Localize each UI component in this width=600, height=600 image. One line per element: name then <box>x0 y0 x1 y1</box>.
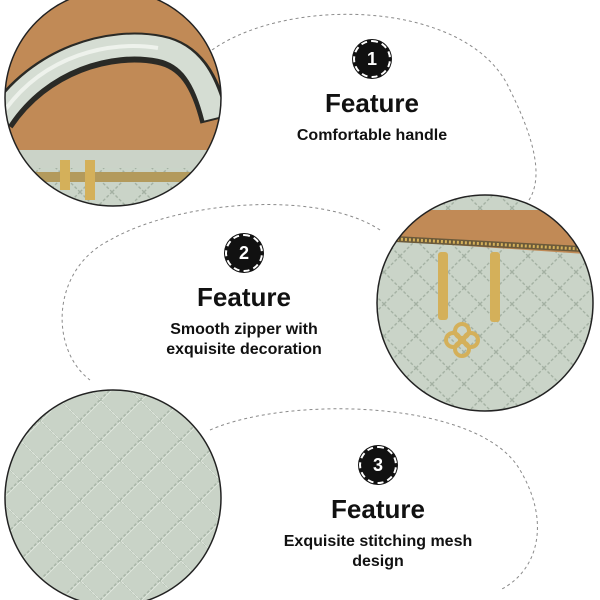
feature-title: Feature <box>197 282 291 312</box>
feature-description: Smooth zipper with exquisite decoration <box>166 321 322 358</box>
zipper-detail-image <box>376 194 594 412</box>
feature-description: Comfortable handle <box>296 127 448 144</box>
stitching-detail-image <box>4 389 222 600</box>
feature-number-badge: 3 <box>359 446 397 484</box>
feature-block-1: 1 Feature Comfortable handle <box>262 40 482 146</box>
feature-number-badge: 2 <box>225 234 263 272</box>
feature-number-badge: 1 <box>353 40 391 78</box>
feature-block-2: 2 Feature Smooth zipper with exquisite d… <box>134 234 354 360</box>
feature-title: Feature <box>325 88 419 118</box>
dashed-connectors <box>61 13 538 591</box>
handle-detail-image <box>4 0 222 207</box>
feature-description: Exquisite stitching mesh design <box>283 533 473 570</box>
feature-block-3: 3 Feature Exquisite stitching mesh desig… <box>258 446 498 572</box>
feature-title: Feature <box>331 494 425 524</box>
